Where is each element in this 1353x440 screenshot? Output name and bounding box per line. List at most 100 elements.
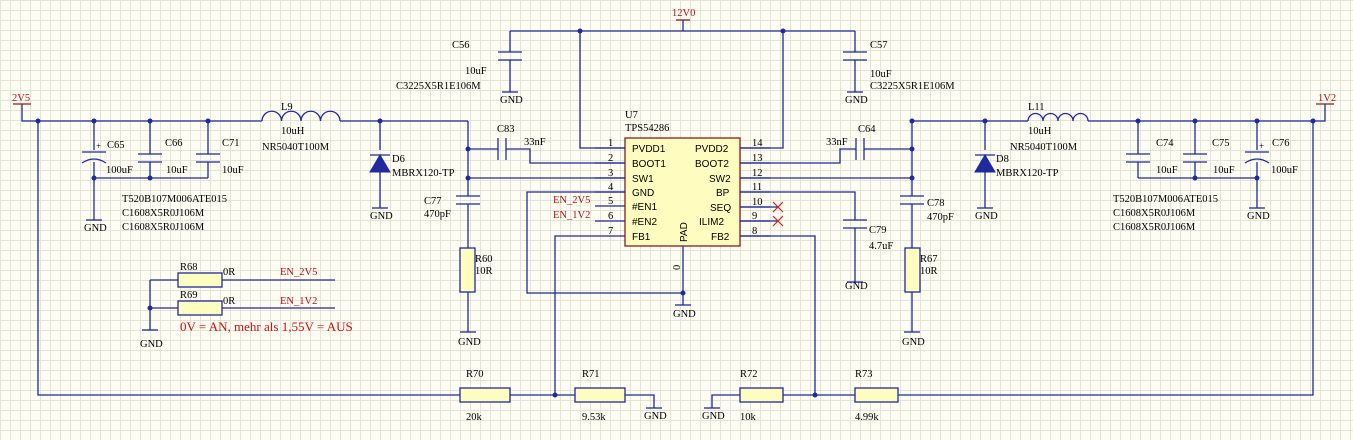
svg-text:+: +: [96, 141, 101, 151]
value-label: 33nF: [524, 137, 546, 148]
resistor-r72: R72 10k: [739, 369, 784, 423]
value-label: 4.7uF: [869, 241, 893, 252]
capacitor-c78: C78 470pF: [900, 195, 954, 223]
value-label: 4.99k: [855, 412, 879, 423]
gnd-label: GND: [140, 339, 163, 350]
pin-num: 14: [752, 138, 763, 149]
capacitor-c57: C57 10uF C3225X5R1E106M: [843, 40, 955, 92]
ref-label: R68: [180, 262, 198, 273]
gnd-c65: GND: [84, 219, 107, 234]
resistor-r67: R67 10R: [904, 247, 938, 293]
ref-label: C77: [424, 196, 442, 207]
ref-label: R67: [920, 254, 938, 265]
pin-num: 12: [752, 168, 763, 179]
pin-num: 13: [752, 153, 763, 164]
pin-num: 2: [608, 153, 613, 164]
gnd-label: GND: [845, 281, 868, 292]
resistor-r69: R69 0R: [177, 290, 235, 316]
ic-value: TPS54286: [625, 123, 669, 134]
gnd-label: GND: [458, 337, 481, 348]
net-label-1v2: 1V2: [1318, 93, 1336, 104]
pin-num: 3: [608, 168, 613, 179]
capacitor-c79: C79 4.7uF: [843, 219, 893, 252]
resistor-r68: R68 0R: [177, 262, 235, 288]
value-label: 100uF: [106, 165, 133, 176]
ref-label: L9: [281, 102, 293, 113]
power-port-1v2: 1V2: [1316, 93, 1336, 105]
capacitor-c64: C64 33nF: [826, 124, 876, 160]
svg-text:+: +: [1259, 141, 1264, 151]
pin-name: BOOT2: [695, 159, 729, 170]
pin-name: SEQ: [710, 203, 731, 214]
value-label: 10uF: [465, 66, 487, 77]
pin-name: GND: [632, 188, 654, 199]
ref-label: R70: [466, 369, 484, 380]
ref-label: R72: [740, 369, 758, 380]
resistor-r60: R60 10R: [459, 247, 493, 293]
pin-name: PVDD1: [632, 144, 666, 155]
gnd-label: GND: [845, 95, 868, 106]
resistor-r70: R70 20k: [459, 369, 511, 423]
capacitor-c83: C83 33nF: [497, 124, 546, 160]
ref-label: C56: [452, 40, 470, 51]
pin-name: ILIM2: [699, 217, 724, 228]
pin-num: 7: [608, 226, 613, 237]
ic-tps54286: U7 TPS54286 PAD 0 1 PVDD1 2 BOOT1 3 SW1 …: [595, 110, 770, 270]
gnd-r67: GND: [902, 331, 925, 348]
ref-label: C76: [1272, 138, 1290, 149]
gnd-label: GND: [370, 211, 393, 222]
pin-num: 1: [608, 138, 613, 149]
inductor-l9: L9 10uH NR5040T100M: [261, 102, 341, 153]
net-label-12v0: 12V0: [672, 8, 695, 19]
wires: [21, 20, 1326, 408]
pin-num: 4: [608, 182, 614, 193]
capacitor-c77: C77 470pF: [424, 195, 480, 220]
value-label: 10k: [740, 412, 757, 423]
ic-pin-stubs: [595, 147, 770, 266]
net-label-en-1v2: EN_1V2: [553, 210, 590, 221]
part-label: C3225X5R1E106M: [870, 81, 955, 92]
gnd-c57: GND: [845, 91, 868, 106]
gnd-label: GND: [1247, 211, 1270, 222]
gnd-label: GND: [644, 411, 667, 422]
capacitor-c66: C66 10uF: [138, 138, 188, 176]
ref-label: C57: [870, 40, 888, 51]
gnd-r60: GND: [458, 331, 481, 348]
value-label: 33nF: [826, 137, 848, 148]
part-label: C3225X5R1E106M: [396, 81, 481, 92]
pin-num: 6: [608, 211, 613, 222]
ref-label: C78: [927, 198, 945, 209]
value-label: 10uH: [1028, 126, 1052, 137]
ref-label: L11: [1028, 102, 1045, 113]
part-label: C1608X5R0J106M: [1113, 208, 1196, 219]
ref-label: R60: [475, 254, 493, 265]
pin-name: #EN2: [632, 217, 657, 228]
inductor-l11: L11 10uH NR5040T100M: [1010, 102, 1089, 153]
gnd-label: GND: [84, 223, 107, 234]
resistor-r71: R71 9.53k: [574, 369, 626, 423]
value-label: 470pF: [927, 212, 954, 223]
ref-label: C74: [1156, 138, 1174, 149]
net-label-en-2v5: EN_2V5: [280, 267, 317, 278]
ref-label: D6: [392, 154, 405, 165]
ref-label: C65: [107, 140, 125, 151]
gnd-r71: GND: [644, 407, 667, 422]
pin-name: PVDD2: [695, 144, 729, 155]
gnd-c79: GND: [845, 281, 868, 292]
pin-name: FB2: [711, 232, 730, 243]
ref-label: R73: [855, 369, 873, 380]
part-label: T520B107M006ATE015: [1113, 194, 1218, 205]
ref-label: R69: [180, 290, 198, 301]
capacitor-c74: C74 10uF: [1126, 138, 1178, 176]
gnd-enable: GND: [140, 329, 163, 350]
ref-label: C75: [1212, 138, 1230, 149]
diode-d8: D8 MBRX120-TP: [974, 154, 1059, 179]
capacitor-c56: C56 10uF C3225X5R1E106M: [396, 40, 522, 92]
power-port-2v5: 2V5: [12, 93, 31, 105]
part-label: C1608X5R0J106M: [1113, 222, 1196, 233]
pin-name: #EN1: [632, 202, 657, 213]
net-label-en-1v2: EN_1V2: [280, 296, 317, 307]
value-label: 0R: [223, 296, 235, 307]
value-label: MBRX120-TP: [996, 168, 1059, 179]
